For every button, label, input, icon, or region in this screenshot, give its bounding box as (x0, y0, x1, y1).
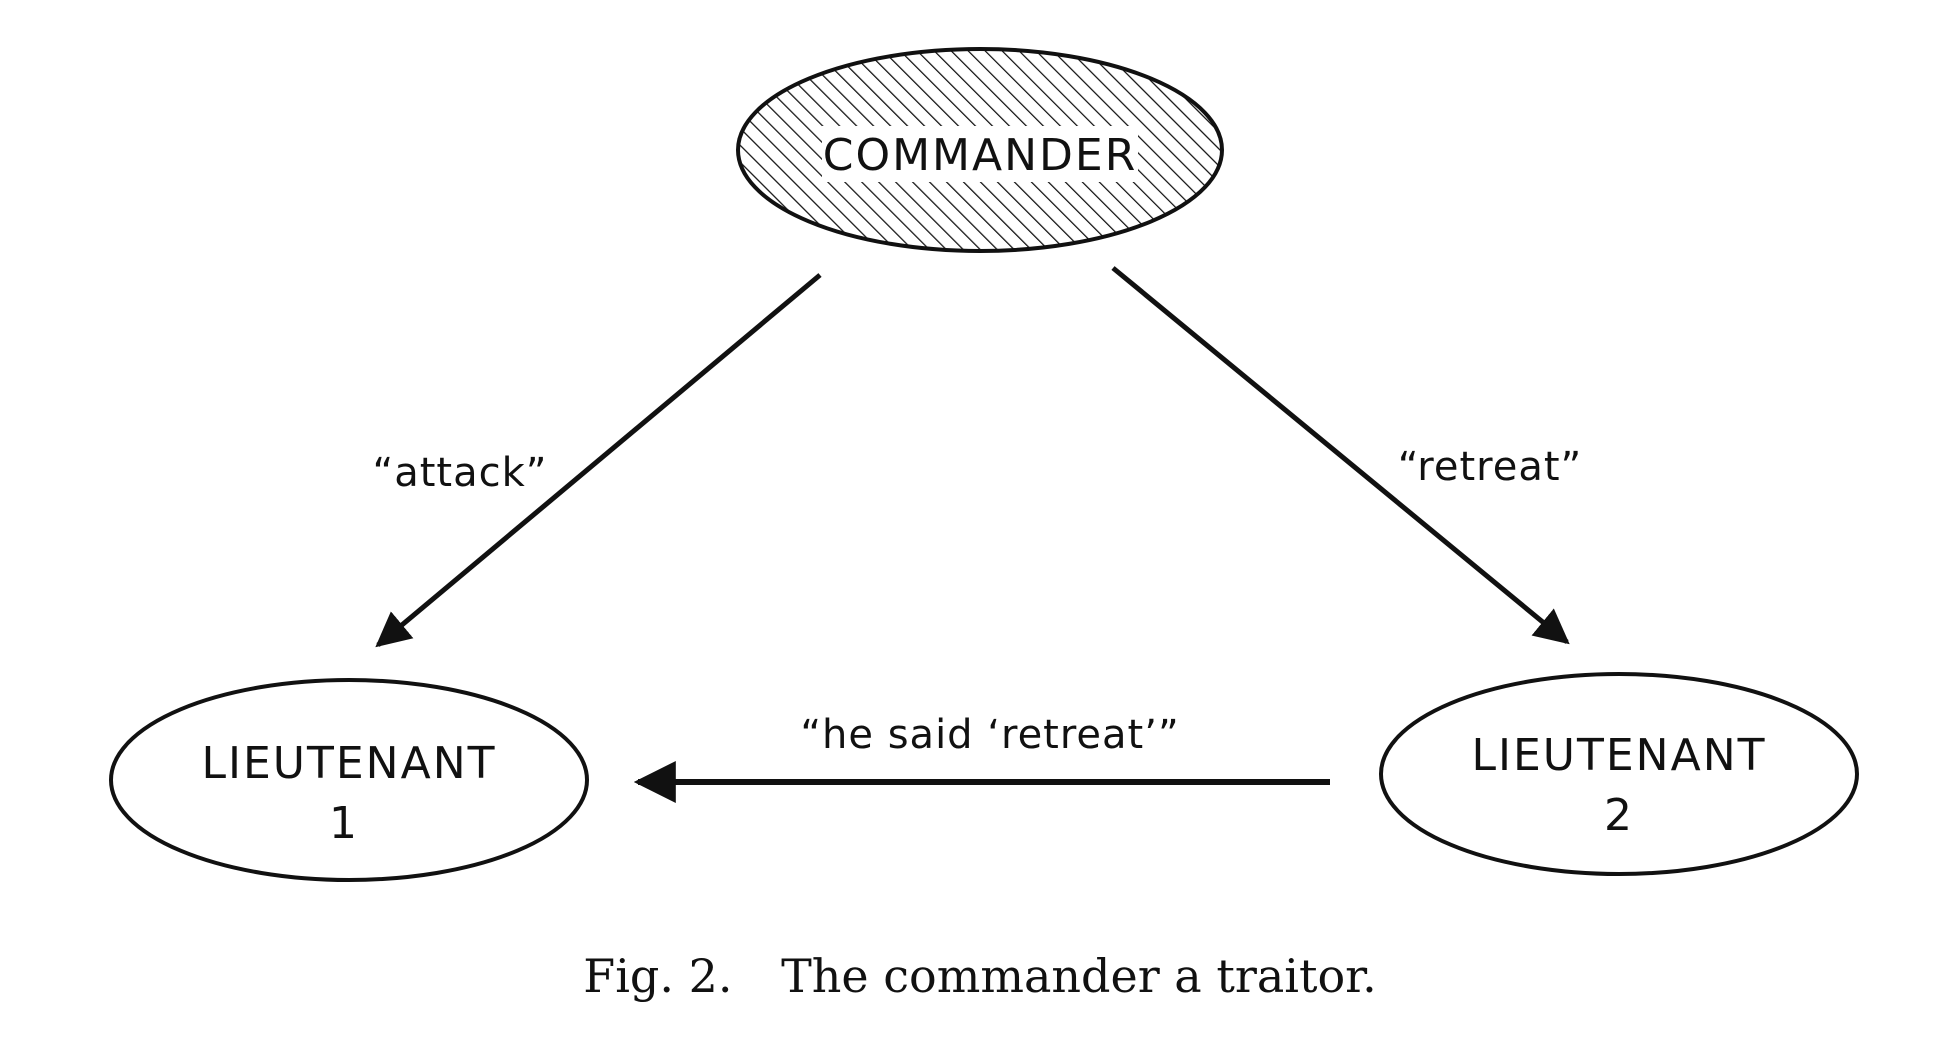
figure-caption-text: The commander a traitor. (781, 949, 1377, 1003)
lieutenant-2-label-line1: LIEUTENANT (1472, 730, 1767, 781)
edge-label-retreat: “retreat” (1398, 444, 1583, 490)
edge-label-he-said-retreat: “he said ‘retreat’” (800, 712, 1179, 758)
commander-node: COMMANDER (736, 47, 1224, 253)
edge-lieutenant-2-to-lieutenant-1: “he said ‘retreat’” (633, 712, 1330, 803)
lieutenant-2-node: LIEUTENANT 2 (1379, 672, 1859, 876)
lieutenant-1-ellipse (109, 678, 589, 882)
commander-label: COMMANDER (823, 130, 1138, 181)
arrow-commander-to-lieutenant-1 (375, 273, 822, 648)
edge-commander-to-lieutenant-2: “retreat” (1111, 266, 1583, 645)
arrow-commander-to-lieutenant-2 (1111, 266, 1570, 645)
figure-caption-prefix: Fig. 2. (583, 949, 732, 1003)
figure-caption: Fig. 2. The commander a traitor. (583, 949, 1376, 1003)
lieutenant-1-node: LIEUTENANT 1 (109, 678, 589, 882)
lieutenant-2-label-line2: 2 (1604, 790, 1634, 841)
lieutenant-1-label-line2: 1 (329, 798, 359, 849)
commander-label-backdrop (822, 126, 1138, 182)
edge-commander-to-lieutenant-1: “attack” (373, 273, 822, 648)
lieutenant-1-label-line1: LIEUTENANT (202, 738, 497, 789)
edge-label-attack: “attack” (373, 450, 548, 496)
lieutenant-2-ellipse (1379, 672, 1859, 876)
